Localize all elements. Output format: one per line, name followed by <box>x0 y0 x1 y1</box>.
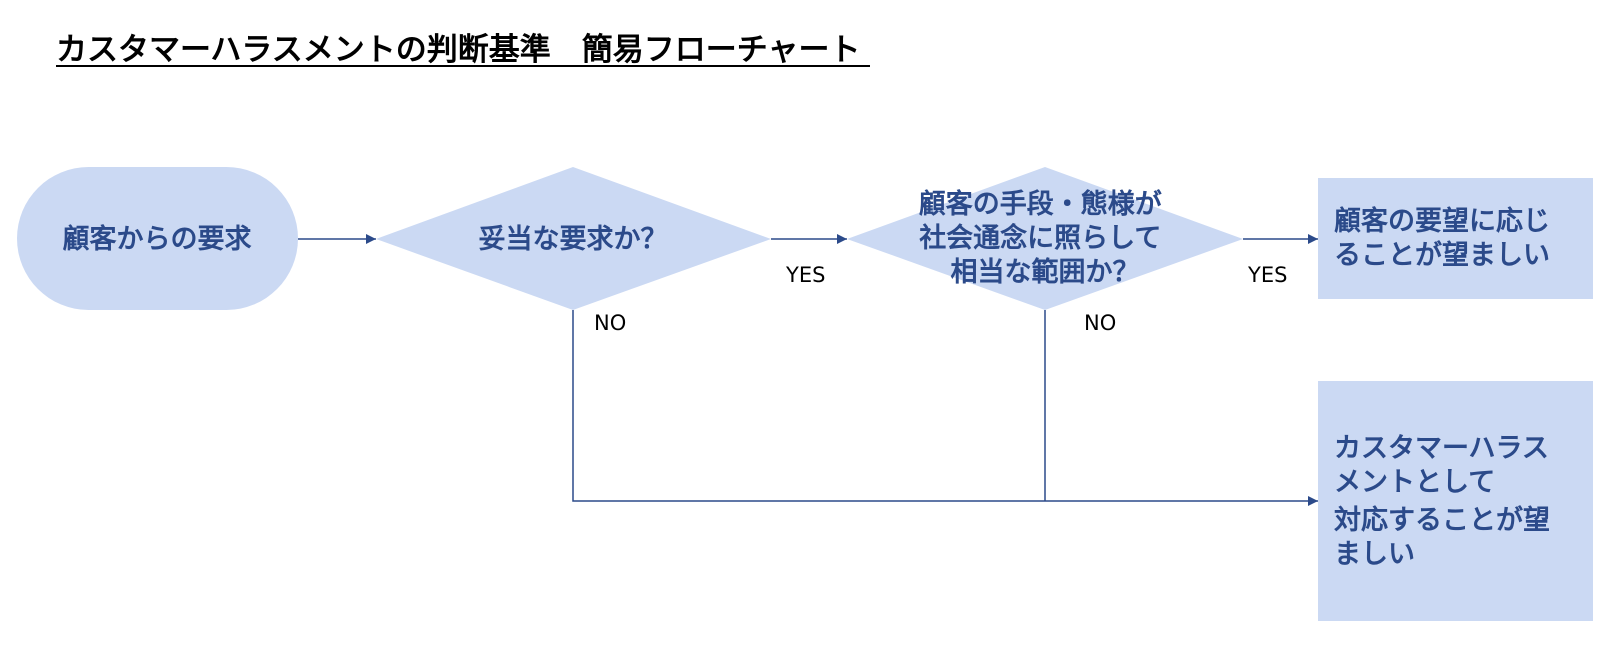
decision2-line-2: 社会通念に照らして <box>919 222 1161 254</box>
outcome-harassment-box <box>1318 381 1593 621</box>
decision2-line-3: 相当な範囲か？ <box>951 256 1140 288</box>
decision1-diamond <box>376 167 771 310</box>
yes-label-1: YES <box>785 263 825 287</box>
start-node-text: 顧客からの要求 <box>63 223 252 255</box>
outcome-harassment-line-2: メントとして <box>1334 467 1495 498</box>
page-title: カスタマーハラスメントの判断基準 簡易フローチャート <box>56 32 860 68</box>
outcome-accept-box <box>1318 178 1593 299</box>
outcome-accept-line-1: 顧客の要望に応じ <box>1334 205 1550 237</box>
outcome-harassment-line-4: ましい <box>1334 539 1415 570</box>
edge-decision1-no-path <box>572 310 1318 506</box>
decision2-diamond <box>847 167 1243 310</box>
no-label-2: NO <box>1084 311 1116 335</box>
outcome-harassment-text: カスタマーハラス メントとして 対応することが望 ましい <box>1334 433 1559 570</box>
decision2-text: 顧客の手段・態様が 社会通念に照らして 相当な範囲か？ <box>919 188 1171 288</box>
no-label-1: NO <box>594 311 626 335</box>
outcome-harassment-line-3: 対応することが望 <box>1334 504 1550 536</box>
decision2-line-1: 顧客の手段・態様が <box>919 188 1162 220</box>
start-node-line: 顧客からの要求 <box>63 223 252 255</box>
outcome-accept-line-2: ることが望ましい <box>1334 239 1550 271</box>
start-node <box>17 167 298 310</box>
decision1-text: 妥当な要求か？ <box>479 224 668 255</box>
yes-label-2: YES <box>1247 263 1287 287</box>
outcome-harassment-line-1: カスタマーハラス <box>1334 433 1549 464</box>
decision1-line: 妥当な要求か？ <box>479 224 668 255</box>
outcome-accept-text: 顧客の要望に応じ ることが望ましい <box>1334 205 1559 271</box>
